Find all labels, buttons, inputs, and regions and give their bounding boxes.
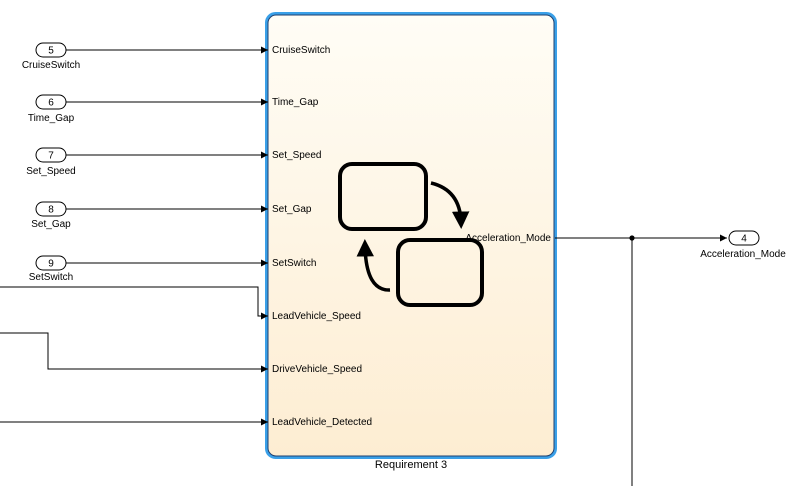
inport-number: 5	[48, 46, 54, 57]
inport-number: 9	[48, 259, 54, 270]
inport-number: 8	[48, 205, 54, 216]
inport-number: 7	[48, 151, 54, 162]
input-port-label: CruiseSwitch	[272, 45, 330, 56]
outport-name: Acceleration_Mode	[700, 249, 786, 260]
block-body	[267, 14, 555, 457]
input-port-label: SetSwitch	[272, 258, 316, 269]
inport-block-5[interactable]: 5	[35, 42, 67, 58]
inport-block-6[interactable]: 6	[35, 94, 67, 110]
chart-block-requirement-3[interactable]	[265, 12, 557, 459]
inport-block-9[interactable]: 9	[35, 255, 67, 271]
inport-block-8[interactable]: 8	[35, 201, 67, 217]
inport-name: Set_Gap	[31, 219, 71, 230]
block-name-label: Requirement 3	[375, 459, 447, 471]
inport-block-7[interactable]: 7	[35, 147, 67, 163]
branch-point	[629, 235, 635, 241]
input-port-label: Set_Gap	[272, 204, 312, 215]
inport-name: Time_Gap	[28, 113, 75, 124]
output-port-label: Acceleration_Mode	[465, 233, 551, 244]
stateflow-chart-icon	[338, 162, 484, 307]
outport-block-4[interactable]: 4	[728, 230, 760, 246]
inport-number: 6	[48, 98, 54, 109]
input-port-label: LeadVehicle_Speed	[272, 311, 361, 322]
input-port-label: DriveVehicle_Speed	[272, 364, 362, 375]
inport-name: CruiseSwitch	[22, 60, 80, 71]
inport-name: Set_Speed	[26, 166, 76, 177]
input-port-label: Set_Speed	[272, 150, 322, 161]
outport-number: 4	[741, 234, 747, 245]
block-selection-border	[265, 12, 557, 459]
input-port-label: LeadVehicle_Detected	[272, 417, 372, 428]
signal-line[interactable]	[0, 332, 268, 373]
signal-line[interactable]	[0, 286, 268, 320]
inport-name: SetSwitch	[29, 272, 73, 283]
input-port-label: Time_Gap	[272, 97, 319, 108]
